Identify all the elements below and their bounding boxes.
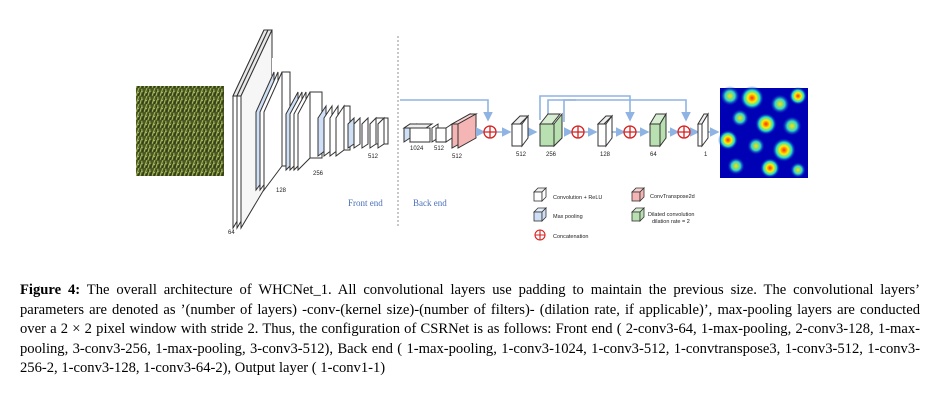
caption-text: The overall architecture of WHCNet_1. Al… <box>20 282 920 377</box>
dim-256-dec: 256 <box>546 152 557 158</box>
dim-256: 256 <box>313 171 324 177</box>
back-end-layers <box>402 113 478 149</box>
legend-dilated-icon <box>631 207 645 222</box>
legend-conv-icon <box>533 187 547 202</box>
dim-128: 128 <box>276 188 287 194</box>
output-density-map <box>718 86 808 178</box>
dim-512-convt: 512 <box>452 154 463 160</box>
caption-label: Figure 4: <box>20 282 81 298</box>
back-end-label: Back end <box>413 198 447 208</box>
dim-64: 64 <box>228 230 235 236</box>
dim-1-dec: 1 <box>704 152 708 158</box>
legend-convt-icon <box>631 187 645 202</box>
figure-caption: Figure 4: The overall architecture of WH… <box>20 281 920 379</box>
legend-dilated-label: Dilated convolution <box>648 212 694 218</box>
front-end-label: Front end <box>348 198 383 208</box>
concat-nodes <box>483 125 691 139</box>
front-end-layers <box>232 29 389 230</box>
legend-convt-label: ConvTranspose2d <box>650 194 695 200</box>
dim-64-dec: 64 <box>650 152 657 158</box>
dim-512-back: 512 <box>434 146 445 152</box>
legend-pool-icon <box>533 207 547 222</box>
dim-512-dec: 512 <box>516 152 527 158</box>
legend: Convolution + ReLU ConvTranspose2d Max p… <box>533 187 695 241</box>
architecture-figure: 64 128 256 512 Front end Back end 1024 5… <box>136 29 808 241</box>
legend-concat-label: Concatenation <box>553 234 588 240</box>
legend-dilated-rate: dilation rate = 2 <box>652 219 690 225</box>
dim-1024: 1024 <box>410 146 424 152</box>
legend-conv-label: Convolution + ReLU <box>553 195 602 201</box>
decoder-layers <box>510 112 709 148</box>
legend-concat-icon <box>534 229 546 241</box>
dim-512-front: 512 <box>368 154 379 160</box>
dim-128-dec: 128 <box>600 152 611 158</box>
legend-pool-label: Max pooling <box>553 214 583 220</box>
input-image <box>136 86 224 176</box>
